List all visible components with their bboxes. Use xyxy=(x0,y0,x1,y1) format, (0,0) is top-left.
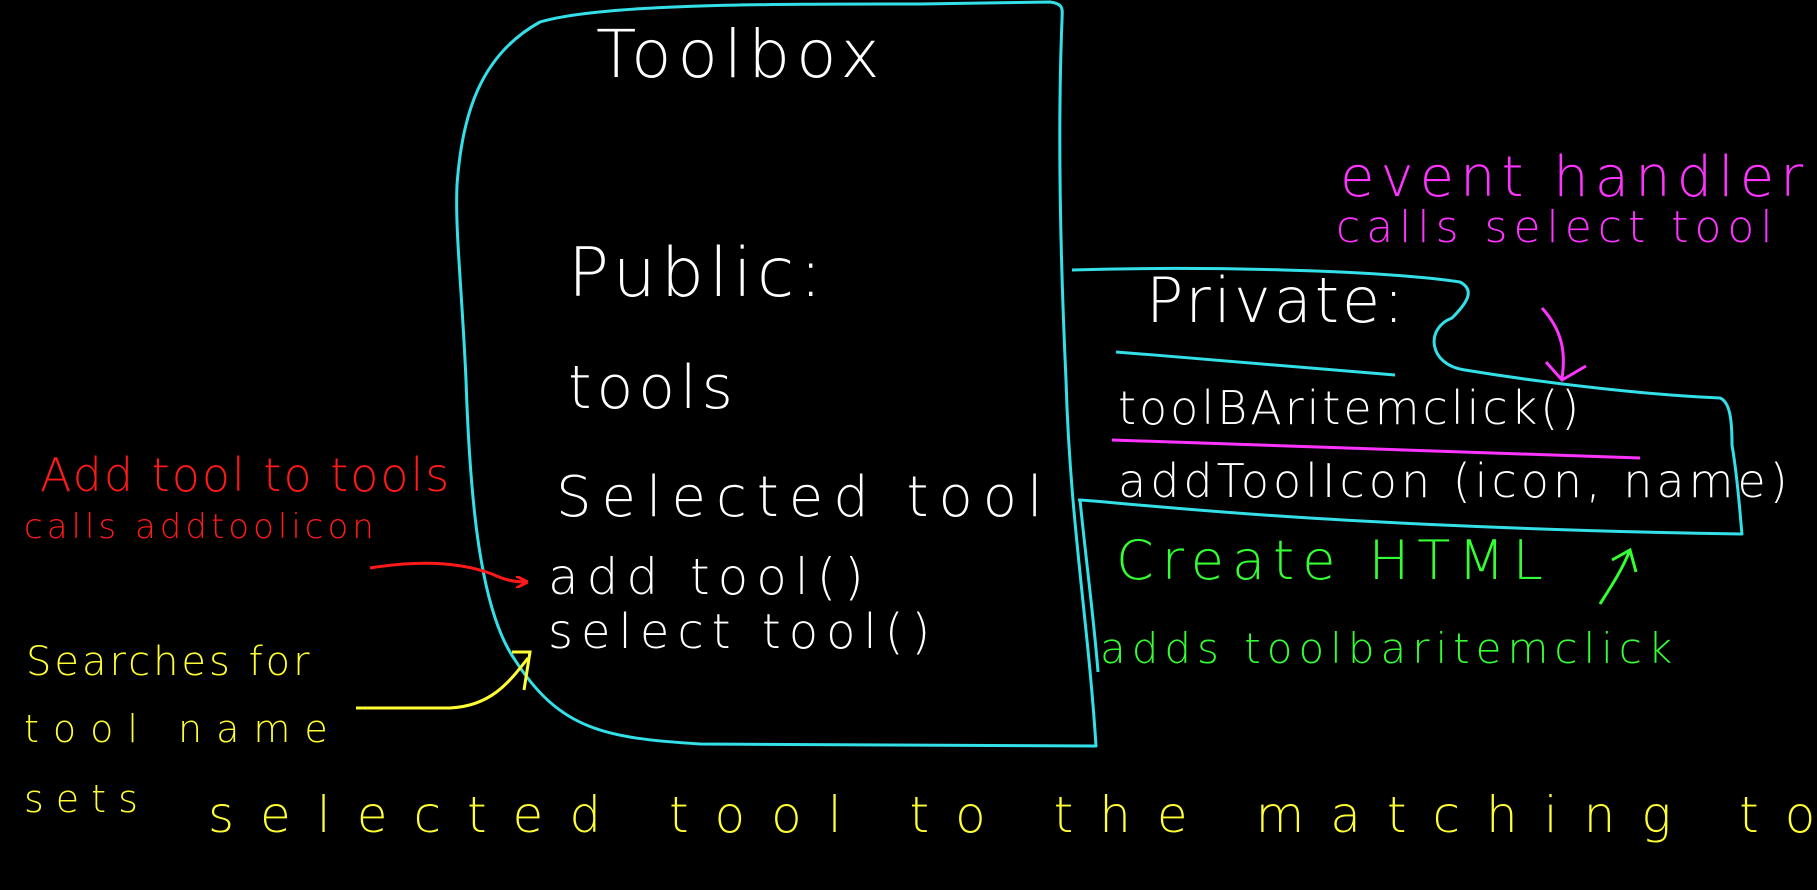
add-tool-note-line-2: calls addtoolicon xyxy=(24,507,378,547)
private-heading: Private: xyxy=(1146,264,1408,337)
member-tools: tools xyxy=(568,353,738,423)
private-underline xyxy=(1115,350,1396,377)
member-select-tool: select tool() xyxy=(548,604,939,660)
method-toolbar-item-click: toolBAritemclick() xyxy=(1118,381,1583,435)
private-outline xyxy=(1071,267,1744,536)
add-tool-arrow xyxy=(369,561,526,582)
method-separator xyxy=(1111,438,1641,460)
select-tool-note-line-3: sets xyxy=(24,777,150,821)
add-tool-note-line-1: Add tool to tools xyxy=(40,448,452,502)
add-tool-icon-arrow xyxy=(1598,547,1638,605)
public-heading: Public: xyxy=(568,234,828,313)
select-tool-arrow xyxy=(356,657,530,710)
select-tool-note-line-1: Searches for xyxy=(26,639,313,685)
add-tool-icon-note-line-1: Create HTML xyxy=(1116,529,1551,592)
click-handler-note-line-1: event handler xyxy=(1340,145,1810,210)
select-tool-arrow-head xyxy=(512,650,532,691)
click-handler-note-line-2: calls select tool xyxy=(1336,202,1779,253)
member-selected-tool: Selected tool xyxy=(556,465,1053,530)
toolbox-title: Toolbox xyxy=(596,16,886,93)
add-tool-icon-note-line-2: adds toolbaritemclick xyxy=(1100,624,1679,673)
member-add-tool: add tool() xyxy=(548,548,872,606)
private-connector xyxy=(1078,499,1100,673)
toolbox-outline xyxy=(455,0,1098,748)
select-tool-note-line-4: selected tool to the matching tool xyxy=(208,786,1817,844)
select-tool-note-line-2: tool name xyxy=(24,707,342,751)
click-handler-arrow xyxy=(1540,306,1587,382)
method-add-tool-icon: addToolIcon (icon, name) xyxy=(1118,454,1792,508)
